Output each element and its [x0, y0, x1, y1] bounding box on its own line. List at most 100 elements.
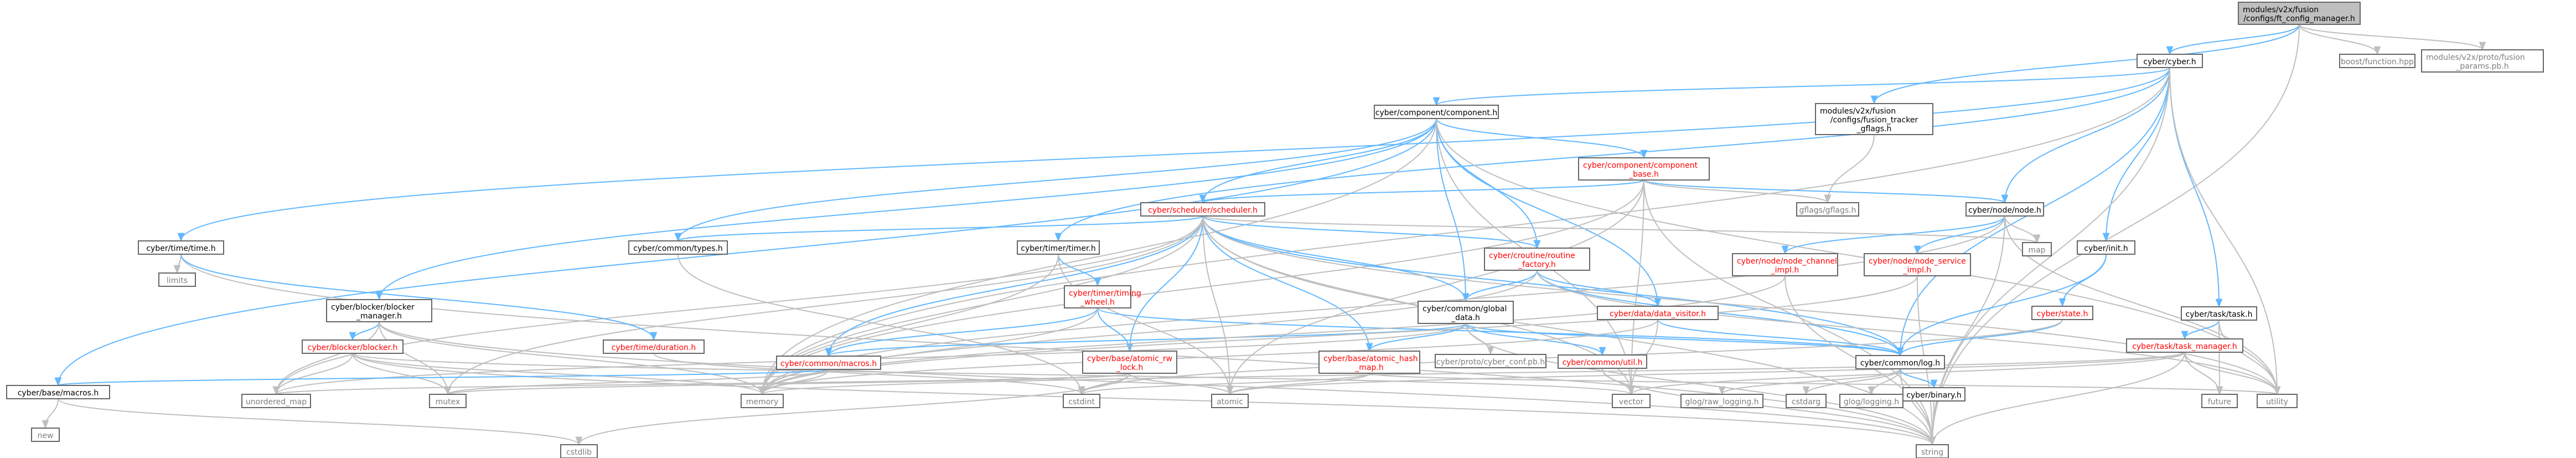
- edge-binary_h-to-string: [1928, 400, 1936, 446]
- node-box: [1680, 394, 1763, 408]
- node-label: _impl.h: [1903, 266, 1932, 275]
- node-node-service-impl-h[interactable]: cyber/node/node_service_impl.h: [1864, 253, 1971, 276]
- node-label: cyber/timer/timing: [1069, 289, 1141, 298]
- node-timing-wheel-h[interactable]: cyber/timer/timing_wheel.h: [1064, 285, 1141, 308]
- node-label: cyber/blocker/blocker: [331, 303, 415, 312]
- node-gflags-h: gflags/gflags.h: [1796, 202, 1859, 217]
- edge-base_macros_h-to-new: [42, 398, 59, 429]
- node-box: [1612, 394, 1651, 408]
- node-vector: vector: [1612, 394, 1651, 408]
- edge-component_h-to-component_base_h: [1436, 118, 1648, 159]
- node-scheduler-h[interactable]: cyber/scheduler/scheduler.h: [1140, 202, 1265, 217]
- node-box: [6, 385, 110, 399]
- node-global-data-h[interactable]: cyber/common/global_data.h: [1418, 301, 1514, 324]
- edge-root-to-string: [1928, 24, 2300, 446]
- edge-scheduler_h-to-log_h: [1202, 215, 1904, 357]
- node-label: unordered_map: [246, 398, 307, 406]
- node-label: cstdlib: [566, 448, 592, 457]
- node-box: [1318, 351, 1420, 374]
- node-box: [1965, 202, 2044, 217]
- edge-blocker_manager_h-to-blocker_h: [349, 321, 380, 341]
- node-label: modules/v2x/fusion: [1820, 107, 1896, 116]
- node-duration-h[interactable]: cyber/time/duration.h: [603, 339, 705, 354]
- edge-data_visitor_h-to-memory: [758, 319, 1658, 395]
- node-mutex: mutex: [429, 394, 467, 408]
- edge-types_h-to-cstdint: [677, 254, 1085, 395]
- edge-atomic_hash_map_h-to-atomic: [1226, 373, 1370, 395]
- node-task-h[interactable]: cyber/task/task.h: [2181, 306, 2257, 321]
- node-base-macros-h[interactable]: cyber/base/macros.h: [6, 385, 110, 399]
- node-time-h[interactable]: cyber/time/time.h: [138, 240, 224, 255]
- edge-cyber_h-to-component_h: [1433, 67, 2170, 106]
- node-glog-logging-h: glog/logging.h: [1839, 394, 1903, 408]
- node-component-h[interactable]: cyber/component/component.h: [1374, 105, 1499, 119]
- node-cyber-h[interactable]: cyber/cyber.h: [2137, 54, 2203, 68]
- node-box: [2126, 338, 2243, 353]
- node-binary-h[interactable]: cyber/binary.h: [1902, 387, 1965, 402]
- node-label: atomic: [1217, 398, 1243, 406]
- node-label: cyber/blocker/blocker.h: [308, 343, 398, 352]
- node-box: [1732, 253, 1838, 276]
- edge-root-to-fusion_params: [2299, 24, 2486, 51]
- edge-blocker_h-to-vector: [352, 353, 1634, 395]
- node-node-h[interactable]: cyber/node/node.h: [1965, 202, 2044, 217]
- edge-scheduler_h-to-atomic_hash_map_h: [1202, 215, 1373, 352]
- node-task-manager-h[interactable]: cyber/task/task_manager.h: [2126, 338, 2243, 353]
- edge-component_base_h-to-memory: [758, 179, 1644, 395]
- edge-scheduler_h-to-mutex: [444, 215, 1203, 395]
- node-timer-h[interactable]: cyber/timer/timer.h: [1017, 240, 1100, 255]
- node-box: [429, 394, 467, 408]
- node-routine-factory-h[interactable]: cyber/croutine/routine_factory.h: [1484, 248, 1590, 271]
- node-blocker-h[interactable]: cyber/blocker/blocker.h: [302, 339, 404, 354]
- node-atomic-rw-lock-h[interactable]: cyber/base/atomic_rw_lock.h: [1082, 351, 1177, 374]
- node-label: _manager.h: [356, 312, 402, 321]
- edge-time_h-to-limits: [173, 254, 182, 274]
- node-log-h[interactable]: cyber/common/log.h: [1855, 355, 1945, 369]
- node-label: gflags/gflags.h: [1799, 206, 1856, 215]
- edge-cyber_h-to-timer_h: [1054, 67, 2170, 242]
- node-fusion-tracker-gflags[interactable]: modules/v2x/fusion/configs/fusion_tracke…: [1815, 103, 1933, 135]
- node-types-h[interactable]: cyber/common/types.h: [628, 240, 728, 255]
- edge-root-to-boost_function: [2299, 24, 2381, 55]
- node-blocker-manager-h[interactable]: cyber/blocker/blocker_manager.h: [326, 299, 432, 322]
- edge-cyber_h-to-time_h: [177, 67, 2170, 242]
- edge-component_base_h-to-gflags_h: [1643, 179, 1832, 204]
- edge-log_h-to-string: [1900, 368, 1936, 446]
- node-atomic-hash-map-h[interactable]: cyber/base/atomic_hash_map.h: [1318, 351, 1420, 374]
- edge-node_h-to-node_channel_impl_h: [1781, 215, 2005, 255]
- edge-blocker_manager_h-to-mutex: [379, 321, 452, 395]
- edge-timing_wheel_h-to-common_macros_h: [825, 307, 1098, 357]
- edge-blocker_manager_h-to-string: [379, 321, 1936, 446]
- edge-task_manager_h-to-atomic: [1227, 352, 2185, 395]
- node-label: cyber/cyber.h: [2143, 58, 2196, 66]
- edge-log_h-to-glog_logging_h: [1868, 368, 1901, 395]
- edge-atomic_hash_map_h-to-utility: [1369, 373, 2280, 395]
- edge-global_data_h-to-log_h: [1465, 323, 1904, 357]
- node-box: [1916, 444, 1949, 458]
- node-component-base-h[interactable]: cyber/component/component_base.h: [1578, 157, 1710, 181]
- edge-timer_h-to-timing_wheel_h: [1058, 254, 1101, 287]
- node-node-channel-impl-h[interactable]: cyber/node/node_channel_impl.h: [1732, 253, 1838, 276]
- edge-atomic_rw_lock_h-to-cstdlib: [575, 373, 1130, 446]
- node-label: cyber/scheduler/scheduler.h: [1148, 206, 1258, 215]
- node-label: /configs/fusion_tracker: [1830, 116, 1918, 125]
- node-label: cyber/node/node_service: [1869, 257, 1966, 266]
- node-box: [1855, 355, 1945, 369]
- edge-component_h-to-data_visitor_h: [1436, 118, 1662, 307]
- node-state-h[interactable]: cyber/state.h: [2031, 306, 2093, 320]
- edge-component_base_h-to-node_h: [1643, 179, 2008, 204]
- node-label: _impl.h: [1771, 266, 1799, 275]
- node-fusion-params: modules/v2x/proto/fusion_params.pb.h: [2421, 49, 2544, 73]
- node-data-visitor-h[interactable]: cyber/data/data_visitor.h: [1597, 306, 1719, 320]
- node-common-macros-h[interactable]: cyber/common/macros.h: [776, 356, 881, 370]
- node-label: modules/v2x/fusion: [2243, 6, 2319, 14]
- edge-cyber_h-to-utility: [2169, 67, 2281, 395]
- node-root[interactable]: modules/v2x/fusion/configs/ft_config_man…: [2238, 2, 2361, 25]
- node-util-h[interactable]: cyber/common/util.h: [1558, 354, 1647, 369]
- edge-blocker_manager_h-to-memory: [379, 321, 766, 395]
- node-label: memory: [746, 398, 779, 406]
- node-init-h[interactable]: cyber/init.h: [2077, 240, 2135, 255]
- node-box: [2181, 306, 2257, 321]
- node-box: [1578, 157, 1710, 181]
